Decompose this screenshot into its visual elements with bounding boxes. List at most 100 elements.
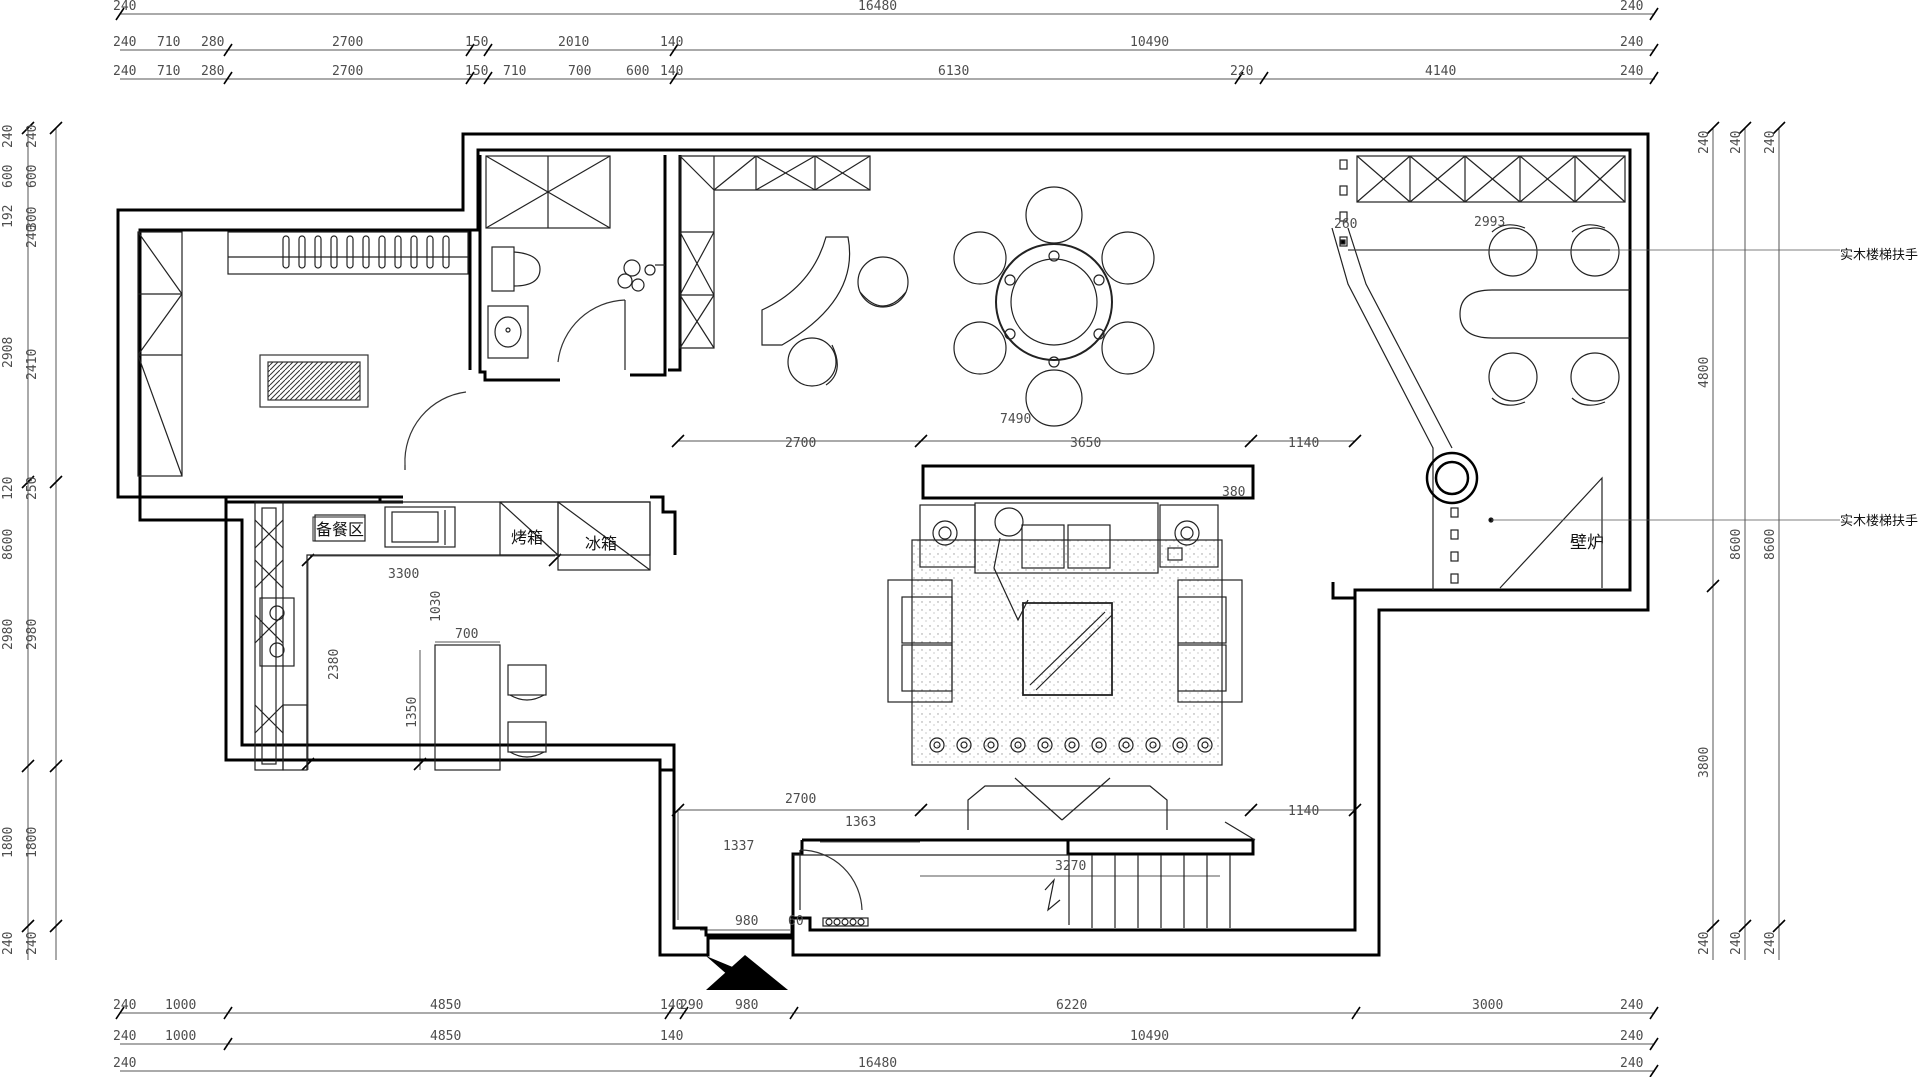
rug-icon xyxy=(259,354,369,408)
right-dimension-texts: 240 4800 3800 240 240 8600 240 240 8600 … xyxy=(1697,131,1778,955)
dim-text: 6220 xyxy=(1056,998,1087,1013)
dim-text: 60 xyxy=(788,914,804,929)
dim-text: 1140 xyxy=(1288,804,1319,819)
dining-table xyxy=(995,243,1113,361)
dim-text: 140 xyxy=(660,64,683,79)
kitchen-sink-icon xyxy=(384,506,456,548)
dim-text: 240 xyxy=(25,125,40,148)
hanger-icons xyxy=(282,235,450,269)
dim-text: 140 xyxy=(660,35,683,50)
bar-stools xyxy=(507,664,547,758)
dim-text: 2908 xyxy=(1,337,16,368)
dim-text: 240 xyxy=(1697,131,1712,154)
dim-text: 240 xyxy=(1763,932,1778,955)
bottom-dimension-texts: 240 1000 4850 140 290 980 6220 3000 240 … xyxy=(113,998,1643,1071)
dim-text: 240 xyxy=(1,125,16,148)
left-dimension-texts: 240 600 192 2908 120 2980 1800 240 240 6… xyxy=(1,125,40,955)
fireplace-label: 壁炉 xyxy=(1570,533,1604,553)
prep-area-label: 备餐区 xyxy=(316,520,364,539)
dim-text: 4850 xyxy=(430,1029,461,1044)
dim-text: 1800 xyxy=(25,827,40,858)
dim-text: 10490 xyxy=(1130,35,1169,50)
interior-dimension-texts: 2700 3650 1140 7490 2993 260 380 3300 10… xyxy=(327,215,1505,929)
dim-text: 4850 xyxy=(430,998,461,1013)
dim-text: 1140 xyxy=(1288,436,1319,451)
dim-text: 700 xyxy=(568,64,591,79)
dim-text: 240 xyxy=(113,64,136,79)
dim-text: 240 xyxy=(25,225,40,248)
dim-text: 192 xyxy=(1,205,16,228)
dim-text: 2700 xyxy=(785,436,816,451)
dim-text: 3000 xyxy=(1472,998,1503,1013)
dim-text: 710 xyxy=(157,64,180,79)
dim-text: 1800 xyxy=(1,827,16,858)
dim-text: 7490 xyxy=(1000,412,1031,427)
handrail-notes: 实木楼梯扶手 实木楼梯扶手 xyxy=(1348,248,1918,529)
carpet xyxy=(911,539,1223,766)
dim-text: 3270 xyxy=(1055,859,1086,874)
dim-text: 3650 xyxy=(1070,436,1101,451)
dim-text: 240 xyxy=(113,1056,136,1071)
dim-text: 240 xyxy=(1620,1029,1643,1044)
island xyxy=(434,644,501,771)
dim-text: 140 xyxy=(660,998,683,1013)
dim-text: 240 xyxy=(1729,131,1744,154)
dim-text: 240 xyxy=(1,932,16,955)
shower-icon xyxy=(617,259,665,292)
dim-text: 260 xyxy=(1334,217,1357,232)
handrail-note-top: 实木楼梯扶手 xyxy=(1840,248,1918,263)
dim-text: 280 xyxy=(201,35,224,50)
dim-text: 240 xyxy=(113,998,136,1013)
bathroom xyxy=(485,155,665,370)
dim-text: 290 xyxy=(680,998,703,1013)
dim-text: 8600 xyxy=(1,529,16,560)
dim-text: 2993 xyxy=(1474,215,1505,230)
living-room xyxy=(887,502,1243,830)
dim-text: 980 xyxy=(735,998,758,1013)
dim-text: 16480 xyxy=(858,1056,897,1071)
dim-text: 2700 xyxy=(332,64,363,79)
dim-text: 280 xyxy=(201,64,224,79)
fridge-label: 冰箱 xyxy=(585,534,617,553)
dim-text: 240 xyxy=(1697,932,1712,955)
dim-text: 120 xyxy=(1,477,16,500)
dim-text: 4140 xyxy=(1425,64,1456,79)
dim-text: 1000 xyxy=(165,1029,196,1044)
dim-text: 240 xyxy=(1620,998,1643,1013)
dim-text: 240 xyxy=(1620,0,1643,14)
toilet-icon xyxy=(491,246,541,292)
dim-text: 240 xyxy=(1763,131,1778,154)
dimension-ticks xyxy=(21,7,1786,1077)
dim-text: 4800 xyxy=(1697,357,1712,388)
dim-text: 2700 xyxy=(332,35,363,50)
handrail-note-bottom: 实木楼梯扶手 xyxy=(1840,514,1918,529)
dim-text: 600 xyxy=(1,165,16,188)
dim-text: 980 xyxy=(735,914,758,929)
dim-text: 250 xyxy=(25,477,40,500)
newel-post xyxy=(1425,451,1479,505)
dim-text: 2700 xyxy=(785,792,816,807)
dim-text: 240 xyxy=(113,35,136,50)
dim-text: 2980 xyxy=(25,619,40,650)
dim-text: 3300 xyxy=(388,567,419,582)
dim-text: 150 xyxy=(465,64,488,79)
dim-text: 700 xyxy=(455,627,478,642)
dimension-lines xyxy=(27,13,1780,1072)
dim-text: 16480 xyxy=(858,0,897,14)
oven-label: 烤箱 xyxy=(511,528,543,547)
dim-text: 2410 xyxy=(25,349,40,380)
dim-text: 3800 xyxy=(1697,747,1712,778)
dim-text: 2380 xyxy=(327,649,342,680)
coffee-table xyxy=(1022,602,1113,696)
dim-text: 8600 xyxy=(1729,529,1744,560)
dim-text: 240 xyxy=(1620,64,1643,79)
stove-icon xyxy=(259,597,295,667)
dim-text: 240 xyxy=(25,932,40,955)
interior-walls xyxy=(224,155,1355,938)
dim-text: 1363 xyxy=(845,815,876,830)
entry-stairs xyxy=(793,821,1256,928)
spiral-decor xyxy=(929,737,1213,753)
storage-room xyxy=(137,231,469,477)
kitchen xyxy=(254,501,651,771)
